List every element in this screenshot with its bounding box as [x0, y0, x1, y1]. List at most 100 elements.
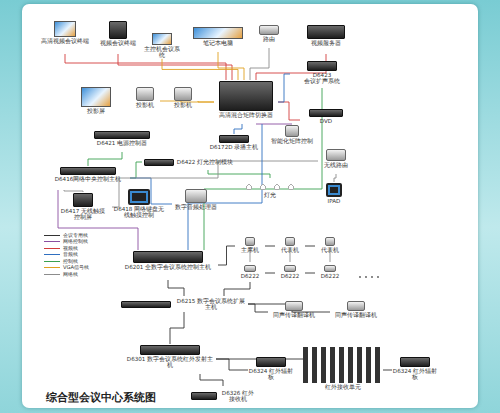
cable-connector [265, 273, 275, 274]
device-node: DVD [300, 108, 352, 132]
device-node: D6421 电源控制器 [84, 130, 160, 152]
device-icon [244, 265, 256, 272]
ellipsis-dot [359, 276, 361, 278]
ellipsis-dot [365, 276, 367, 278]
device-icon [54, 21, 76, 37]
device-icon [193, 27, 243, 39]
device-node: D6326 红外接收机 [190, 386, 256, 406]
device-label: 路由 [263, 36, 275, 42]
device-icon [285, 237, 295, 246]
device-label: D6421 电源控制器 [97, 140, 147, 146]
device-node: D6423会议扩声系统 [290, 60, 354, 88]
device-icon [256, 357, 286, 367]
device-icon [219, 135, 249, 143]
cable-connector [250, 48, 269, 80]
device-node: D6215 数字会议系统扩展主机 [120, 296, 248, 312]
diagram-title: 综合型会议中心系统图 [46, 391, 156, 405]
device-label: D6215 数字会议系统扩展主机 [174, 298, 248, 311]
device-icon [326, 149, 346, 161]
legend-swatch [44, 261, 60, 262]
cable-connector [265, 246, 275, 247]
cable-connector [248, 304, 268, 312]
device-icon [347, 301, 365, 311]
legend-row: 视频线 [44, 245, 110, 252]
device-label: D6324 红外辐射板 [248, 368, 294, 381]
device-icon [242, 179, 298, 191]
device-node: 代表机 [275, 236, 305, 256]
device-label: D6417 无线触摸控制屏 [58, 208, 108, 221]
device-icon [285, 125, 299, 137]
device-icon [326, 183, 342, 197]
text-group: D6422 灯光控制模块 [177, 159, 233, 165]
device-node: 智能化矩阵控制 [270, 124, 314, 152]
device-icon [325, 237, 335, 246]
legend-row: 控制线 [44, 258, 110, 265]
cable-connector [58, 190, 138, 250]
device-label: D6416网络中央控制主机 [55, 176, 122, 182]
legend-row: 网络线 [44, 271, 110, 278]
device-label: D6222 [241, 273, 260, 279]
device-node: D6324 红外辐射板 [248, 356, 294, 384]
device-label: 同声传译翻译机 [335, 312, 377, 318]
device-node: D6418 网络键盘无线触摸控制 [112, 188, 166, 226]
device-label: 笔记本电脑 [203, 40, 233, 46]
device-label: D6418 网络键盘无线触摸控制 [112, 206, 166, 219]
device-label: D6201 全数字会议系统控制主机 [125, 264, 211, 270]
device-label: D6324 红外辐射板 [392, 368, 438, 381]
device-icon [81, 87, 111, 107]
device-label: 投影屏 [87, 108, 105, 114]
device-node: 视频服务器 [298, 24, 354, 54]
device-icon [400, 357, 430, 367]
device-icon [185, 189, 207, 203]
device-icon [284, 265, 296, 272]
device-icon [174, 87, 192, 101]
device-label: 高清视频会议终端 [41, 38, 89, 44]
device-node: D6201 全数字会议系统控制主机 [118, 250, 218, 280]
cable-connector [65, 54, 226, 80]
cable-connector [208, 170, 270, 178]
cable-connector [168, 280, 184, 296]
cable-connector [305, 246, 315, 247]
legend-row: VGA信号线 [44, 265, 110, 272]
device-icon [191, 392, 217, 400]
device-icon [60, 167, 116, 175]
device-icon [109, 21, 127, 39]
cable-connector [162, 59, 238, 80]
legend-text: 控制线 [63, 259, 78, 264]
decoration [250, 248, 379, 278]
cable-connector [170, 312, 184, 344]
legend-swatch [44, 274, 60, 275]
device-node: D6172D 录播主机 [204, 134, 264, 156]
cable-connector [64, 190, 83, 192]
device-label: D6222 [321, 273, 340, 279]
device-node: 数字音频处理器 [172, 188, 220, 220]
device-label: 会议扩声系统 [304, 78, 340, 84]
device-label: DVD [320, 118, 332, 124]
device-icon [324, 265, 336, 272]
text-group: D6215 数字会议系统扩展主机 [174, 298, 248, 311]
device-icon [245, 237, 255, 246]
cable-connector [88, 152, 122, 166]
device-node: 无线路由 [318, 148, 354, 174]
legend-text: 视频线 [63, 246, 78, 251]
device-node: 高清混合矩阵切换器 [214, 80, 278, 124]
cable-connector [218, 246, 235, 265]
device-label: D6301 数字会议系统红外发射主机 [124, 356, 216, 369]
device-label: IPAD [328, 198, 341, 204]
device-node: 笔记本电脑 [186, 26, 250, 52]
ellipsis-dot [377, 276, 379, 278]
device-node: 同声传译翻译机 [268, 300, 320, 324]
cable-connector [216, 359, 248, 370]
device-icon [73, 193, 93, 207]
device-node: 投影机 [168, 86, 198, 116]
cable-connector [204, 88, 322, 250]
device-icon [259, 25, 279, 35]
device-icon [285, 301, 303, 311]
device-label: 智能化矩阵控制 [271, 138, 313, 144]
cable-connector [305, 273, 315, 274]
device-icon [128, 189, 150, 205]
device-node: D6222 [315, 264, 345, 282]
device-label: D6326 红外接收机 [220, 390, 256, 403]
device-node: IPAD [318, 182, 350, 208]
